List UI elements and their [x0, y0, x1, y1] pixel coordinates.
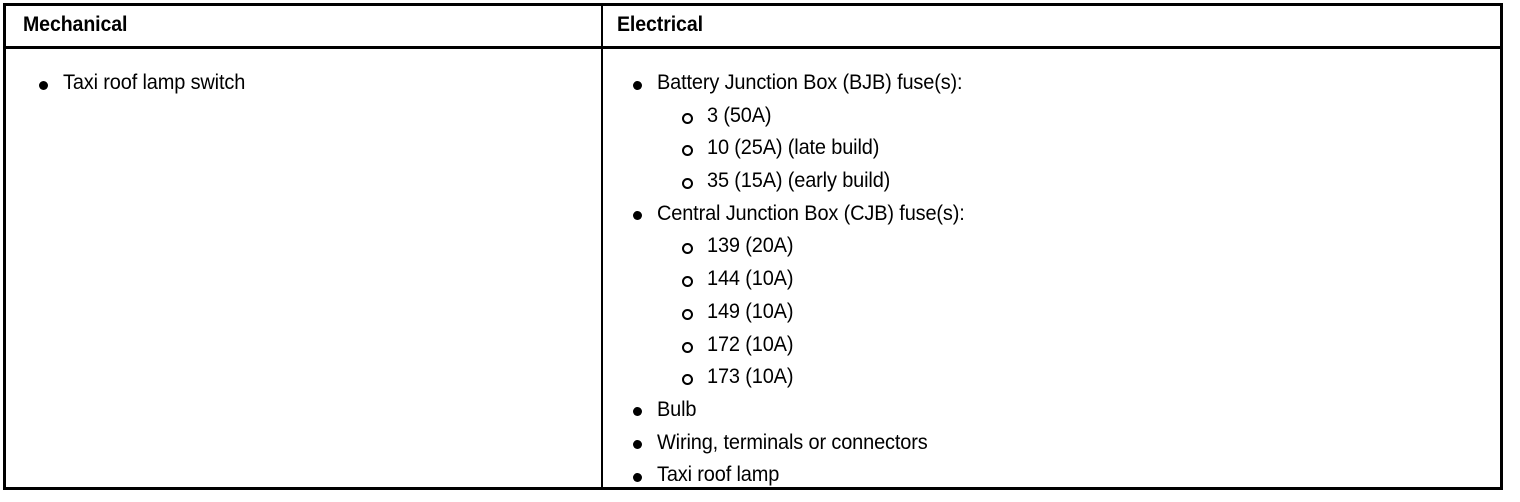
bullet-disc-icon: [39, 80, 48, 90]
list-item-label: Bulb: [657, 397, 697, 421]
header-cell-electrical: Electrical: [603, 6, 1500, 46]
list-item: Wiring, terminals or connectors: [630, 427, 981, 460]
sub-list-item: 139 (20A): [630, 230, 981, 263]
table-body-row: Taxi roof lamp switch Battery Junction B…: [6, 49, 1500, 487]
list-item: Central Junction Box (CJB) fuse(s):: [630, 198, 981, 231]
list-item: Taxi roof lamp: [630, 459, 981, 492]
bullet-disc-icon: [633, 211, 642, 221]
sub-list-item: 144 (10A): [630, 263, 981, 296]
bullet-circle-icon: [682, 243, 693, 255]
sub-list-item: 173 (10A): [630, 361, 981, 394]
sub-list-item: 3 (50A): [630, 100, 981, 133]
possible-causes-table: Mechanical Electrical Taxi roof lamp swi…: [3, 3, 1503, 490]
list-item: Taxi roof lamp switch: [36, 67, 255, 100]
list-item-label: Taxi roof lamp switch: [63, 71, 246, 94]
list-item: Bulb: [630, 394, 981, 427]
sub-list-item-label: 35 (15A) (early build): [707, 169, 891, 193]
bullet-disc-icon: [633, 80, 642, 90]
list-item-label: Central Junction Box (CJB) fuse(s):: [657, 201, 965, 225]
electrical-causes-list: Battery Junction Box (BJB) fuse(s): 3 (5…: [630, 67, 981, 492]
bullet-circle-icon: [682, 308, 693, 320]
sub-list-item-label: 3 (50A): [707, 103, 772, 127]
list-item-label: Wiring, terminals or connectors: [657, 430, 928, 454]
list-item-label: Taxi roof lamp: [657, 463, 780, 487]
list-item-label: Battery Junction Box (BJB) fuse(s):: [657, 71, 963, 94]
header-cell-mechanical: Mechanical: [6, 6, 601, 46]
bullet-circle-icon: [682, 145, 693, 157]
sub-list-item: 172 (10A): [630, 329, 981, 362]
bullet-disc-icon: [633, 472, 642, 482]
mechanical-causes-list: Taxi roof lamp switch: [36, 67, 255, 100]
column-header-mechanical: Mechanical: [23, 13, 128, 36]
sub-list-item-label: 149 (10A): [707, 299, 794, 323]
bullet-circle-icon: [682, 112, 693, 124]
sub-list-item-label: 144 (10A): [707, 267, 794, 291]
column-divider: [601, 49, 603, 487]
sub-list-item-label: 139 (20A): [707, 234, 794, 258]
column-header-electrical: Electrical: [617, 13, 703, 36]
sub-list-item: 10 (25A) (late build): [630, 132, 981, 165]
sub-list-item-label: 173 (10A): [707, 365, 794, 389]
table-header-row: Mechanical Electrical: [6, 6, 1500, 49]
sub-list-item: 35 (15A) (early build): [630, 165, 981, 198]
sub-list-item-label: 10 (25A) (late build): [707, 136, 880, 160]
body-cell-mechanical: Taxi roof lamp switch: [6, 49, 601, 487]
column-divider: [601, 6, 603, 46]
bullet-circle-icon: [682, 276, 693, 288]
bullet-circle-icon: [682, 341, 693, 353]
bullet-circle-icon: [682, 374, 693, 386]
bullet-disc-icon: [633, 407, 642, 417]
sub-list-item-label: 172 (10A): [707, 332, 794, 356]
body-cell-electrical: Battery Junction Box (BJB) fuse(s): 3 (5…: [603, 49, 1500, 487]
bullet-disc-icon: [633, 440, 642, 450]
sub-list-item: 149 (10A): [630, 296, 981, 329]
list-item: Battery Junction Box (BJB) fuse(s):: [630, 67, 981, 100]
bullet-circle-icon: [682, 178, 693, 190]
